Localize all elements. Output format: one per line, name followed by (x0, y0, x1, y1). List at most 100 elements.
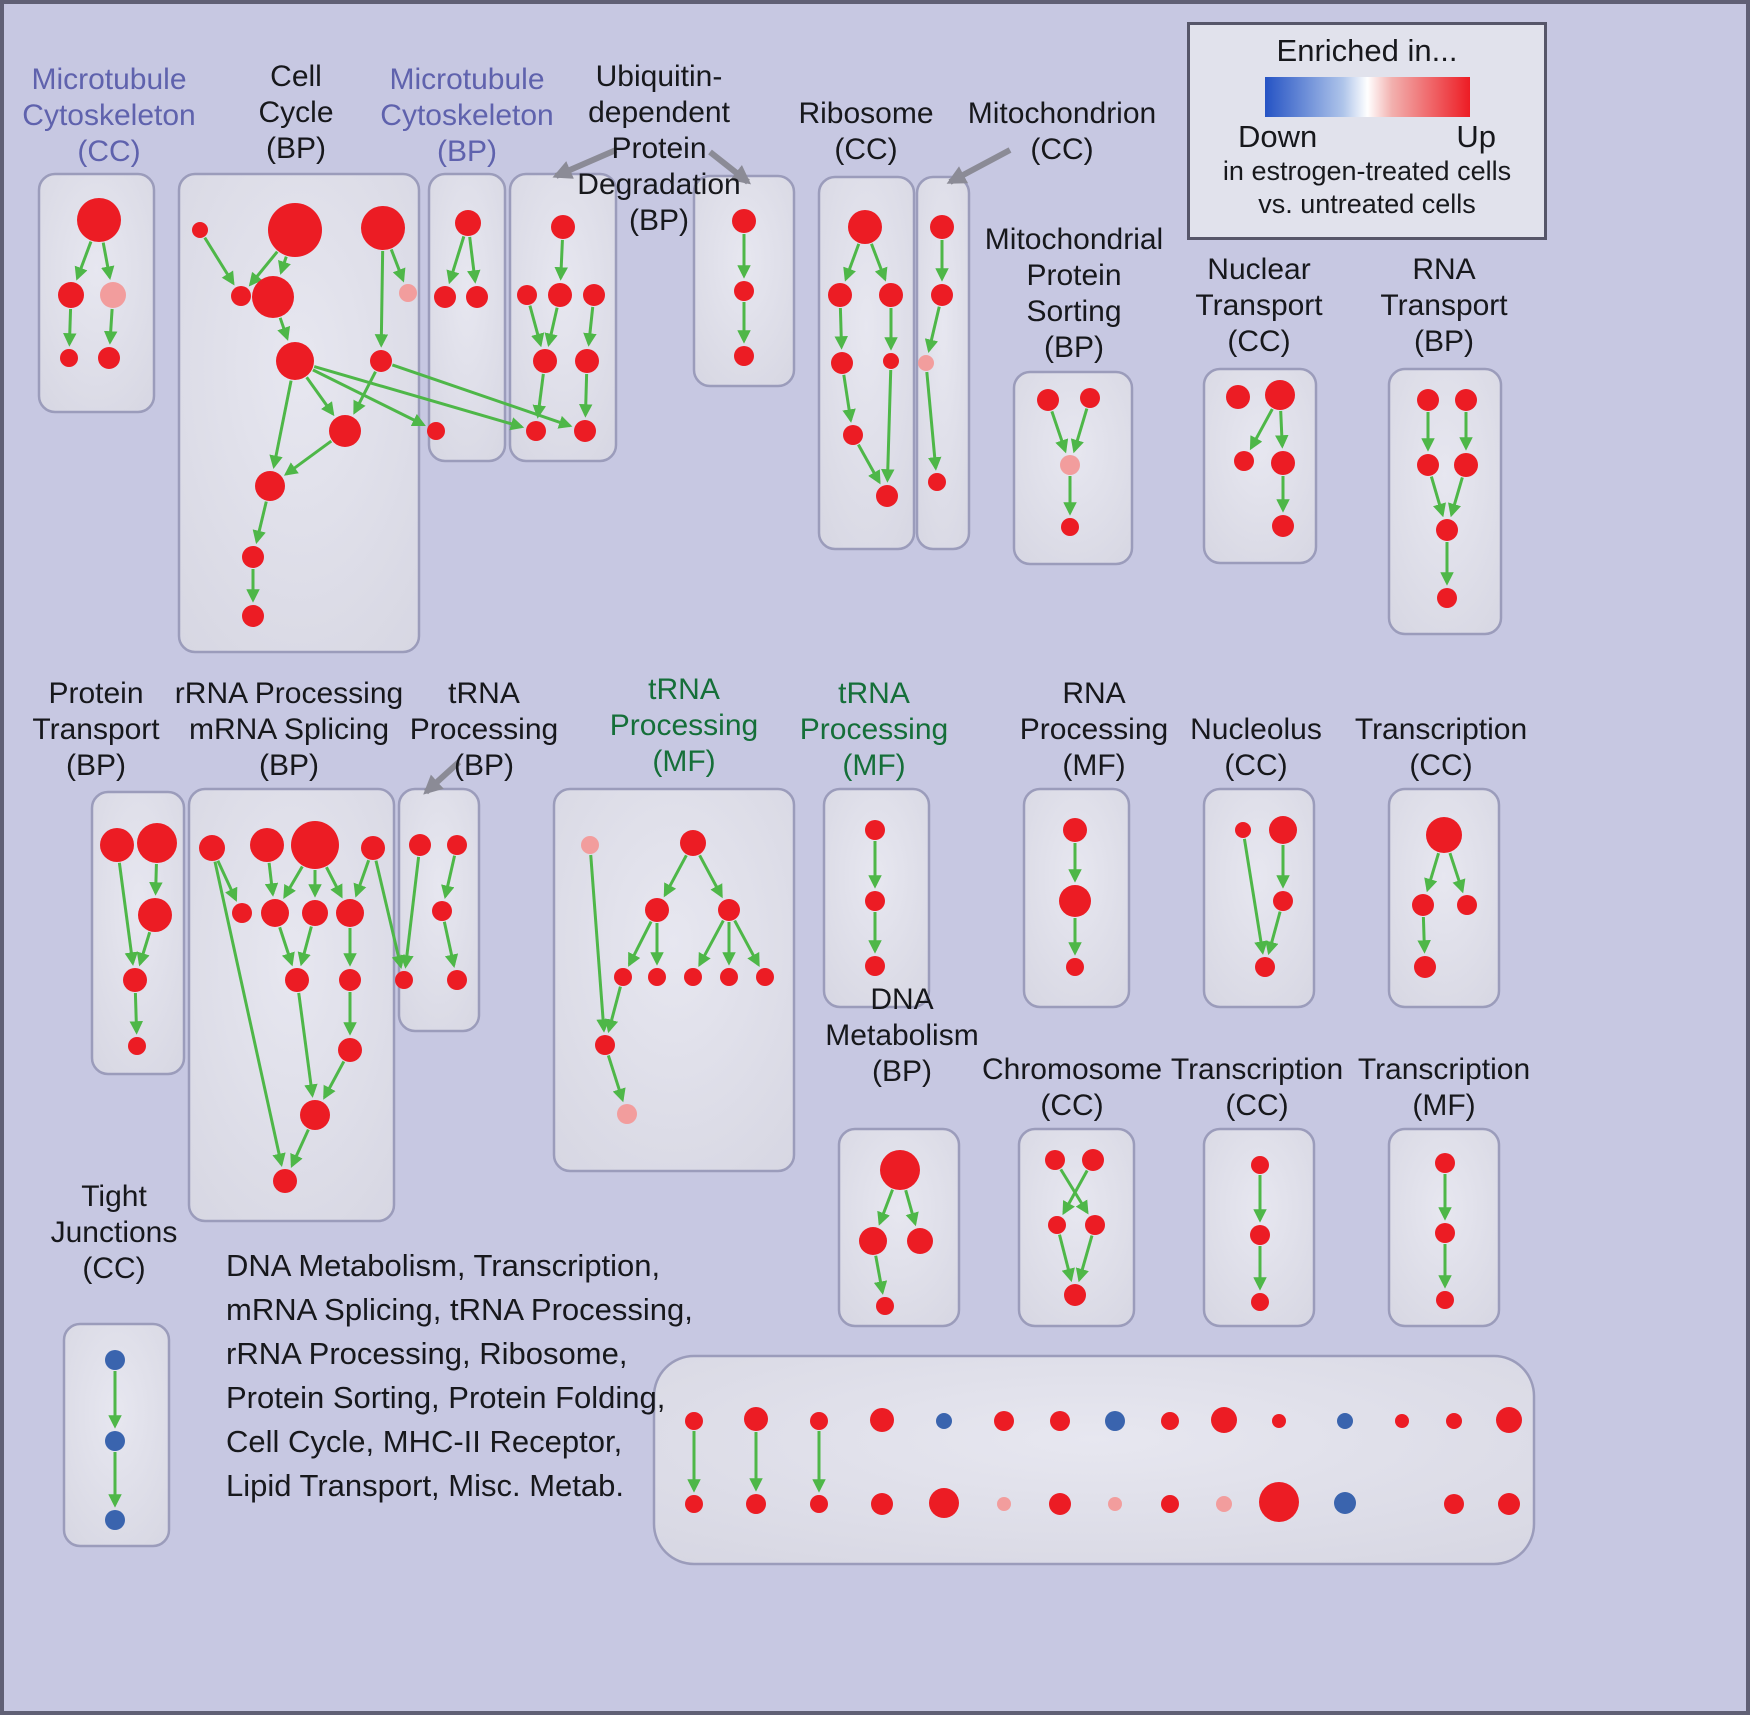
go-term-node-red (455, 210, 481, 236)
go-term-node-red (1064, 1284, 1086, 1306)
edges-layer (63, 234, 1473, 1508)
go-term-node-red (285, 968, 309, 992)
go-term-node-red (1395, 1414, 1409, 1428)
go-term-node-red (192, 222, 208, 238)
relation-edge (1448, 477, 1464, 518)
go-term-node-red (744, 1407, 768, 1431)
relation-edge (441, 855, 457, 900)
relation-edge (579, 373, 593, 418)
go-term-node-red (1045, 1150, 1065, 1170)
relation-edge (583, 306, 597, 347)
go-term-node-red (329, 415, 361, 447)
relation-edge (627, 920, 653, 967)
relation-edge (1275, 410, 1289, 449)
go-term-node-red (1436, 1291, 1454, 1309)
go-term-node-red (409, 834, 431, 856)
go-term-node-red (1226, 385, 1250, 409)
go-term-node-red (843, 425, 863, 445)
relation-edge (442, 921, 459, 968)
relation-edge (532, 373, 546, 419)
go-term-node-red (447, 835, 467, 855)
relation-edge (101, 242, 115, 280)
go-term-node-red (533, 349, 557, 373)
relation-edge (63, 308, 77, 347)
relation-edge (313, 365, 525, 431)
relation-edge (1242, 838, 1268, 955)
relation-edge (870, 243, 888, 282)
go-term-node-red (252, 276, 294, 318)
relation-edge (843, 243, 861, 282)
go-term-node-red (720, 968, 738, 986)
cluster-box-mixed-shared-terms (652, 1354, 1536, 1566)
go-term-node-red (551, 215, 575, 239)
relation-edge (213, 861, 286, 1168)
relation-edge (877, 1189, 894, 1226)
go-term-node-red (831, 352, 853, 374)
relation-edge (129, 992, 143, 1035)
go-term-node-pink (100, 282, 126, 308)
relation-edge (467, 236, 481, 284)
go-term-node-red (1457, 895, 1477, 915)
go-term-node-red (994, 1411, 1014, 1431)
relation-edge (924, 306, 941, 353)
relation-edge (391, 363, 573, 429)
relation-edge (1059, 1168, 1089, 1215)
go-term-node-red (466, 286, 488, 308)
go-term-node-red (876, 485, 898, 507)
go-term-node-red (876, 1297, 894, 1315)
go-term-node-red (447, 970, 467, 990)
go-term-node-red (865, 820, 885, 840)
go-term-node-red (242, 605, 264, 627)
relation-edge (248, 250, 279, 287)
label-pointer-arrow (708, 149, 752, 185)
nodes-layer (58, 198, 1522, 1530)
go-term-node-red (250, 828, 284, 862)
go-term-node-red (1235, 822, 1251, 838)
label-pointer-arrow (552, 147, 618, 179)
relation-edge (353, 859, 371, 898)
go-term-node-red (685, 1412, 703, 1430)
go-term-node-red (1455, 389, 1477, 411)
relation-edge (554, 239, 568, 281)
relation-edge (925, 371, 942, 471)
go-term-node-red (291, 821, 339, 869)
relation-edge (290, 1128, 310, 1168)
go-term-node-red (734, 346, 754, 366)
relation-edge (528, 305, 545, 348)
go-term-node-pink (399, 284, 417, 302)
relation-edge (1050, 410, 1069, 454)
relation-edge (1429, 476, 1446, 518)
go-term-node-red (583, 284, 605, 306)
go-term-node-red (928, 473, 946, 491)
relation-edge (216, 860, 238, 902)
go-term-node-blue (105, 1350, 125, 1370)
relation-edge (733, 919, 760, 968)
go-term-node-red (261, 899, 289, 927)
relation-edge (136, 931, 152, 967)
go-term-node-red (395, 971, 413, 989)
go-term-node-red (302, 900, 328, 926)
go-term-node-red (1272, 515, 1294, 537)
go-term-node-red (1444, 1494, 1464, 1514)
go-term-node-red (1417, 454, 1439, 476)
go-term-node-red (1269, 816, 1297, 844)
relation-edge (1448, 852, 1466, 894)
go-term-node-red (746, 1494, 766, 1514)
go-term-node-red (880, 1150, 920, 1190)
legend-title: Enriched in... (1276, 33, 1458, 68)
go-term-node-red (1082, 1149, 1104, 1171)
go-term-node-red (1234, 451, 1254, 471)
relation-edge (1058, 1234, 1075, 1283)
legend-endpoint-labels: Down Up (1190, 119, 1544, 155)
legend-up-label: Up (1456, 119, 1496, 154)
go-term-node-red (138, 898, 172, 932)
relation-edge (353, 370, 377, 415)
go-term-node-red (338, 1038, 362, 1062)
go-term-node-red (685, 1495, 703, 1513)
go-term-node-red (810, 1495, 828, 1513)
go-term-node-red (1272, 1414, 1286, 1428)
relation-edge (544, 307, 559, 348)
relation-edge (103, 308, 118, 345)
go-term-node-red (434, 286, 456, 308)
go-term-node-red (931, 284, 953, 306)
